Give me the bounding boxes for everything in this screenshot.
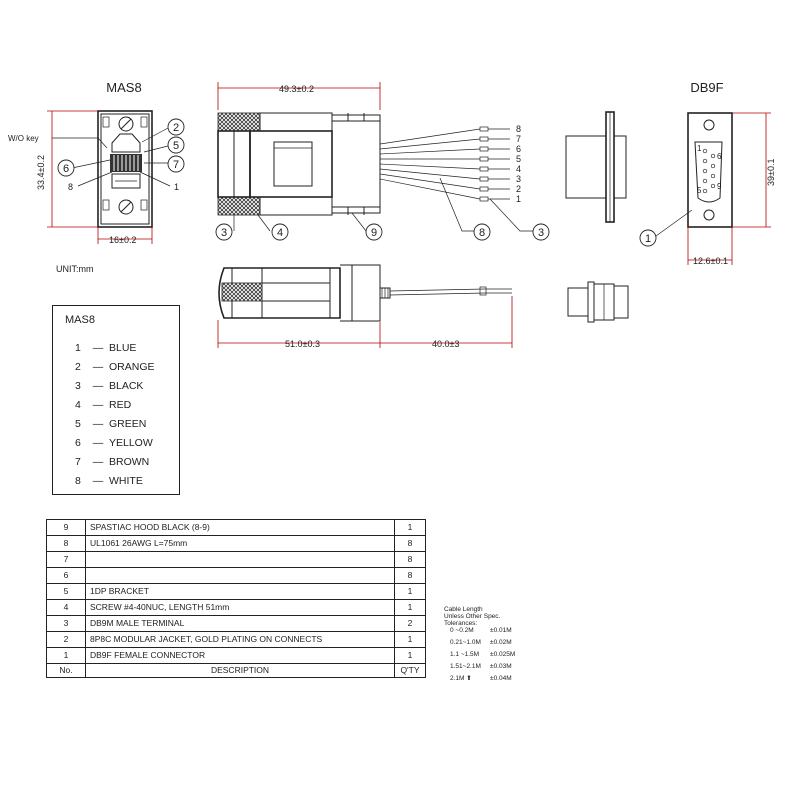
wire-number: 1 — [516, 194, 521, 204]
pin-label: 5 — [697, 186, 702, 195]
mas8-height-dim: 33.4±0.2 — [36, 155, 46, 190]
wire-number: 7 — [516, 134, 521, 144]
body-length-dim: 51.0±0.3 — [285, 339, 320, 349]
legend-row: 1—BLUE — [75, 342, 137, 354]
jack-leader-8: 8 — [68, 182, 73, 192]
pin-label: 1 — [697, 144, 702, 153]
db9f-view: DB9F 1 6 9 5 39±0.1 12.6±0.1 — [655, 80, 776, 266]
db9f-width-dim: 12.6±0.1 — [693, 256, 728, 266]
legend-row: 8—WHITE — [75, 475, 143, 487]
mas8-front-view: MAS8 W/O key 8 1 33.4±0.2 1 — [8, 80, 179, 245]
legend-row: 6—YELLOW — [75, 437, 153, 449]
unit-label: UNIT:mm — [56, 264, 94, 274]
tolerance-row: 0 ~0.2M±0.01M — [450, 627, 512, 634]
tolerance-row: 1.1 ~1.5M±0.025M — [450, 651, 516, 658]
wire-length-dim: 40.0±3 — [432, 339, 459, 349]
balloon-1: 1 — [639, 229, 657, 247]
balloon-7: 7 — [167, 155, 185, 173]
legend-row: 3—BLACK — [75, 380, 144, 392]
svg-text:8: 8 — [479, 227, 485, 239]
balloon-3-left: 3 — [215, 223, 233, 241]
assembly-top-view: 49.3±0.2 — [217, 82, 533, 232]
top-length-dim: 49.3±0.2 — [279, 84, 314, 94]
wire-number: 4 — [516, 164, 521, 174]
wire-number: 5 — [516, 154, 521, 164]
legend-row: 7—BROWN — [75, 456, 150, 468]
svg-text:3: 3 — [221, 227, 227, 239]
svg-text:7: 7 — [173, 159, 179, 171]
legend-row: 2—ORANGE — [75, 361, 155, 373]
assembly-side-view: 51.0±0.3 40.0±3 — [217, 264, 513, 349]
balloon-5: 5 — [167, 136, 185, 154]
svg-text:1: 1 — [645, 233, 651, 245]
balloon-2: 2 — [167, 118, 185, 136]
svg-text:5: 5 — [173, 140, 179, 152]
svg-text:4: 4 — [277, 227, 283, 239]
legend-title: MAS8 — [65, 314, 95, 326]
wire-number: 2 — [516, 184, 521, 194]
pin-label: 9 — [717, 182, 722, 191]
mas8-width-dim: 16±0.2 — [109, 235, 136, 245]
balloon-4: 4 — [271, 223, 289, 241]
tolerance-title: Cable Length — [444, 606, 483, 613]
svg-text:9: 9 — [371, 227, 377, 239]
legend-row: 4—RED — [75, 399, 132, 411]
db9f-height-dim: 39±0.1 — [766, 159, 776, 186]
wo-key-label: W/O key — [8, 134, 39, 143]
tolerance-row: 0.21~1.0M±0.02M — [450, 639, 512, 646]
balloon-8: 8 — [473, 223, 491, 241]
wire-number: 3 — [516, 174, 521, 184]
tolerance-table: Cable Length Unless Other Spec. Toleranc… — [444, 606, 516, 687]
tolerance-subtitle: Unless Other Spec. — [444, 613, 501, 620]
balloon-6: 6 — [57, 159, 75, 177]
wire-number: 6 — [516, 144, 521, 154]
balloon-3-right: 3 — [532, 223, 550, 241]
tolerance-row: 1.51~2.1M±0.03M — [450, 663, 512, 670]
svg-text:3: 3 — [538, 227, 544, 239]
legend-row: 5—GREEN — [75, 418, 147, 430]
pin-label: 6 — [717, 152, 722, 161]
wire-number: 8 — [516, 124, 521, 134]
db9f-title: DB9F — [690, 80, 723, 95]
tolerance-heading: Tolerances: — [444, 620, 478, 627]
balloon-9: 9 — [365, 223, 383, 241]
wire-color-legend: MAS8 1—BLUE 2—ORANGE 3—BLACK 4—RED 5—GRE… — [52, 305, 180, 495]
mas8-title: MAS8 — [106, 80, 141, 95]
bracket-side-view — [565, 111, 629, 323]
tolerance-row: 2.1M ⬆±0.04M — [450, 675, 512, 682]
svg-text:6: 6 — [63, 163, 69, 175]
svg-text:2: 2 — [173, 122, 179, 134]
jack-leader-1: 1 — [174, 182, 179, 192]
